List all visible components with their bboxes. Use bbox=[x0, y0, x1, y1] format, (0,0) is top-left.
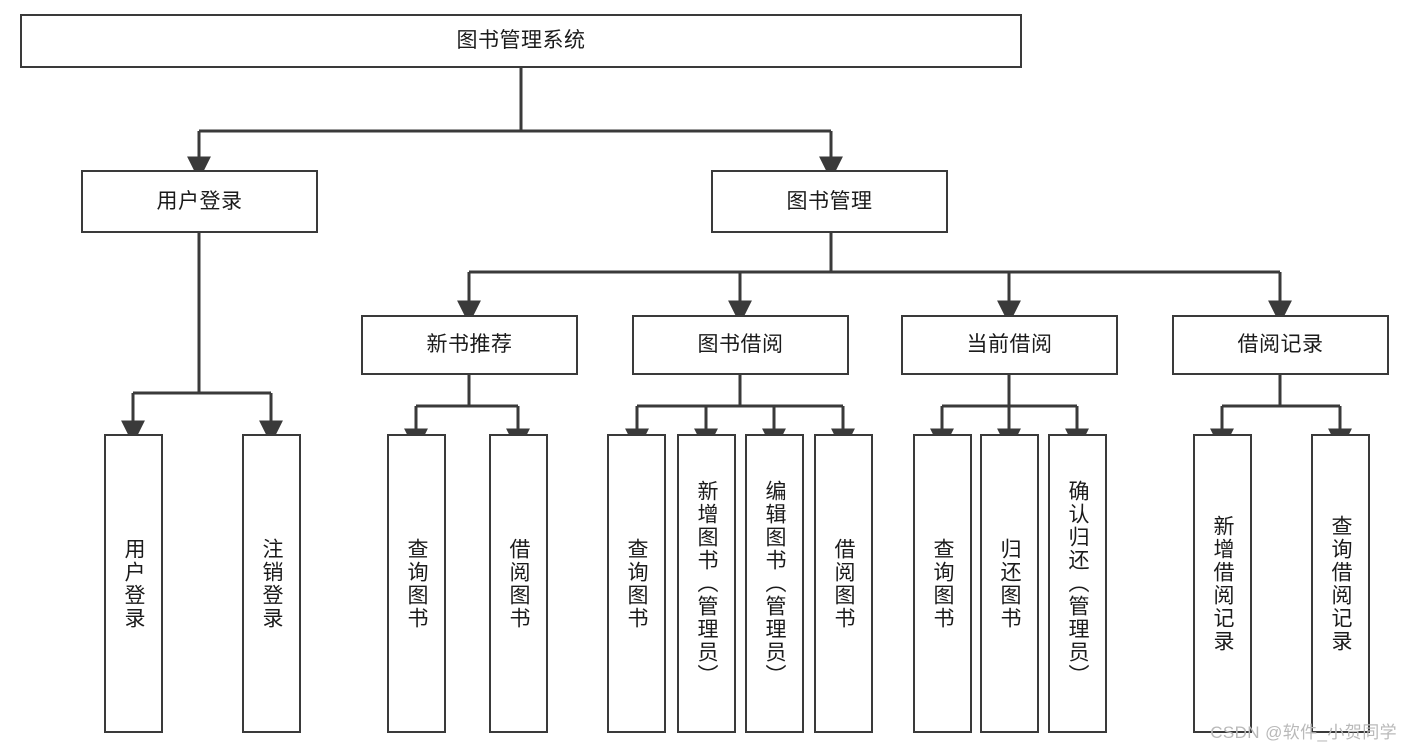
node-leaf-query-record[interactable]: 查询借阅记录 bbox=[1311, 434, 1370, 733]
node-book-borrow[interactable]: 图书借阅 bbox=[632, 315, 849, 375]
node-new-book-rec-label: 新书推荐 bbox=[426, 333, 513, 357]
node-current-borrow-label: 当前借阅 bbox=[966, 333, 1053, 357]
node-leaf-borrow-book-2[interactable]: 借阅图书 bbox=[814, 434, 873, 733]
node-leaf-query-book-2-label: 查询图书 bbox=[625, 537, 648, 630]
node-root-label: 图书管理系统 bbox=[456, 29, 586, 53]
node-leaf-user-logout[interactable]: 注销登录 bbox=[242, 434, 301, 733]
node-leaf-query-book-1-label: 查询图书 bbox=[405, 537, 428, 630]
node-leaf-edit-book[interactable]: 编辑图书（管理员） bbox=[745, 434, 804, 733]
node-leaf-user-login-label: 用户登录 bbox=[122, 537, 145, 630]
watermark: CSDN @软件_小贺同学 bbox=[1210, 723, 1397, 742]
node-user-login-label: 用户登录 bbox=[156, 189, 243, 213]
node-borrow-record-label: 借阅记录 bbox=[1237, 333, 1324, 357]
node-leaf-add-book[interactable]: 新增图书（管理员） bbox=[677, 434, 736, 733]
node-leaf-add-book-label: 新增图书（管理员） bbox=[695, 480, 718, 687]
node-book-mgmt-label: 图书管理 bbox=[786, 189, 873, 213]
node-leaf-borrow-book-2-label: 借阅图书 bbox=[832, 537, 855, 630]
node-leaf-add-record[interactable]: 新增借阅记录 bbox=[1193, 434, 1252, 733]
node-borrow-record[interactable]: 借阅记录 bbox=[1172, 315, 1389, 375]
node-leaf-confirm-return-label: 确认归还（管理员） bbox=[1066, 480, 1089, 687]
node-leaf-edit-book-label: 编辑图书（管理员） bbox=[763, 480, 786, 687]
node-new-book-rec[interactable]: 新书推荐 bbox=[361, 315, 578, 375]
node-leaf-query-book-3-label: 查询图书 bbox=[931, 537, 954, 630]
node-leaf-user-logout-label: 注销登录 bbox=[260, 537, 283, 630]
node-book-mgmt[interactable]: 图书管理 bbox=[711, 170, 948, 233]
node-leaf-borrow-book-1-label: 借阅图书 bbox=[507, 537, 530, 630]
node-leaf-add-record-label: 新增借阅记录 bbox=[1211, 514, 1234, 653]
node-root[interactable]: 图书管理系统 bbox=[20, 14, 1022, 68]
node-leaf-return-book[interactable]: 归还图书 bbox=[980, 434, 1039, 733]
node-leaf-query-book-2[interactable]: 查询图书 bbox=[607, 434, 666, 733]
node-leaf-query-book-3[interactable]: 查询图书 bbox=[913, 434, 972, 733]
node-leaf-borrow-book-1[interactable]: 借阅图书 bbox=[489, 434, 548, 733]
node-leaf-return-book-label: 归还图书 bbox=[998, 537, 1021, 630]
node-leaf-user-login[interactable]: 用户登录 bbox=[104, 434, 163, 733]
node-user-login[interactable]: 用户登录 bbox=[81, 170, 318, 233]
node-book-borrow-label: 图书借阅 bbox=[697, 333, 784, 357]
node-leaf-query-book-1[interactable]: 查询图书 bbox=[387, 434, 446, 733]
node-leaf-confirm-return[interactable]: 确认归还（管理员） bbox=[1048, 434, 1107, 733]
node-current-borrow[interactable]: 当前借阅 bbox=[901, 315, 1118, 375]
node-leaf-query-record-label: 查询借阅记录 bbox=[1329, 514, 1352, 653]
